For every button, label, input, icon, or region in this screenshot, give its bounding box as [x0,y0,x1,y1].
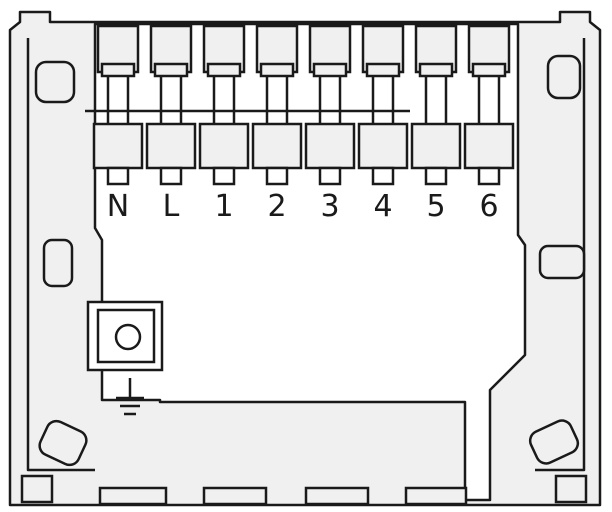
screw-hole-icon [114,323,142,351]
terminal-6 [410,24,462,186]
left-channel [26,38,95,472]
terminal-3 [251,24,303,186]
terminal-1 [145,24,197,186]
terminal-0 [92,24,144,186]
earth-terminal [86,300,164,372]
terminal-label: 5 [426,189,446,224]
terminal-label: 1 [214,189,234,224]
bottom-tab [404,486,468,506]
terminal-7 [463,24,515,186]
right-channel [535,38,586,472]
ground-symbol-icon [116,378,144,416]
mounting-slot [34,60,76,104]
terminal-label: N [106,189,130,224]
mounting-slot [546,54,582,100]
bottom-tab [202,486,268,506]
terminal-2 [198,24,250,186]
terminal-label: 6 [479,189,499,224]
terminal-5 [357,24,409,186]
terminal-4 [304,24,356,186]
mounting-slot [42,238,74,288]
mounting-slot [38,419,88,467]
bottom-tab [98,486,168,506]
corner-clip [20,474,54,504]
terminal-label: 3 [320,189,340,224]
corner-clip [554,474,588,504]
mounting-slot [538,244,586,280]
terminal-label: 4 [373,189,393,224]
terminal-label: L [162,189,180,224]
terminal-label: 2 [267,189,287,224]
bottom-tab [304,486,370,506]
mounting-slot [528,419,580,465]
